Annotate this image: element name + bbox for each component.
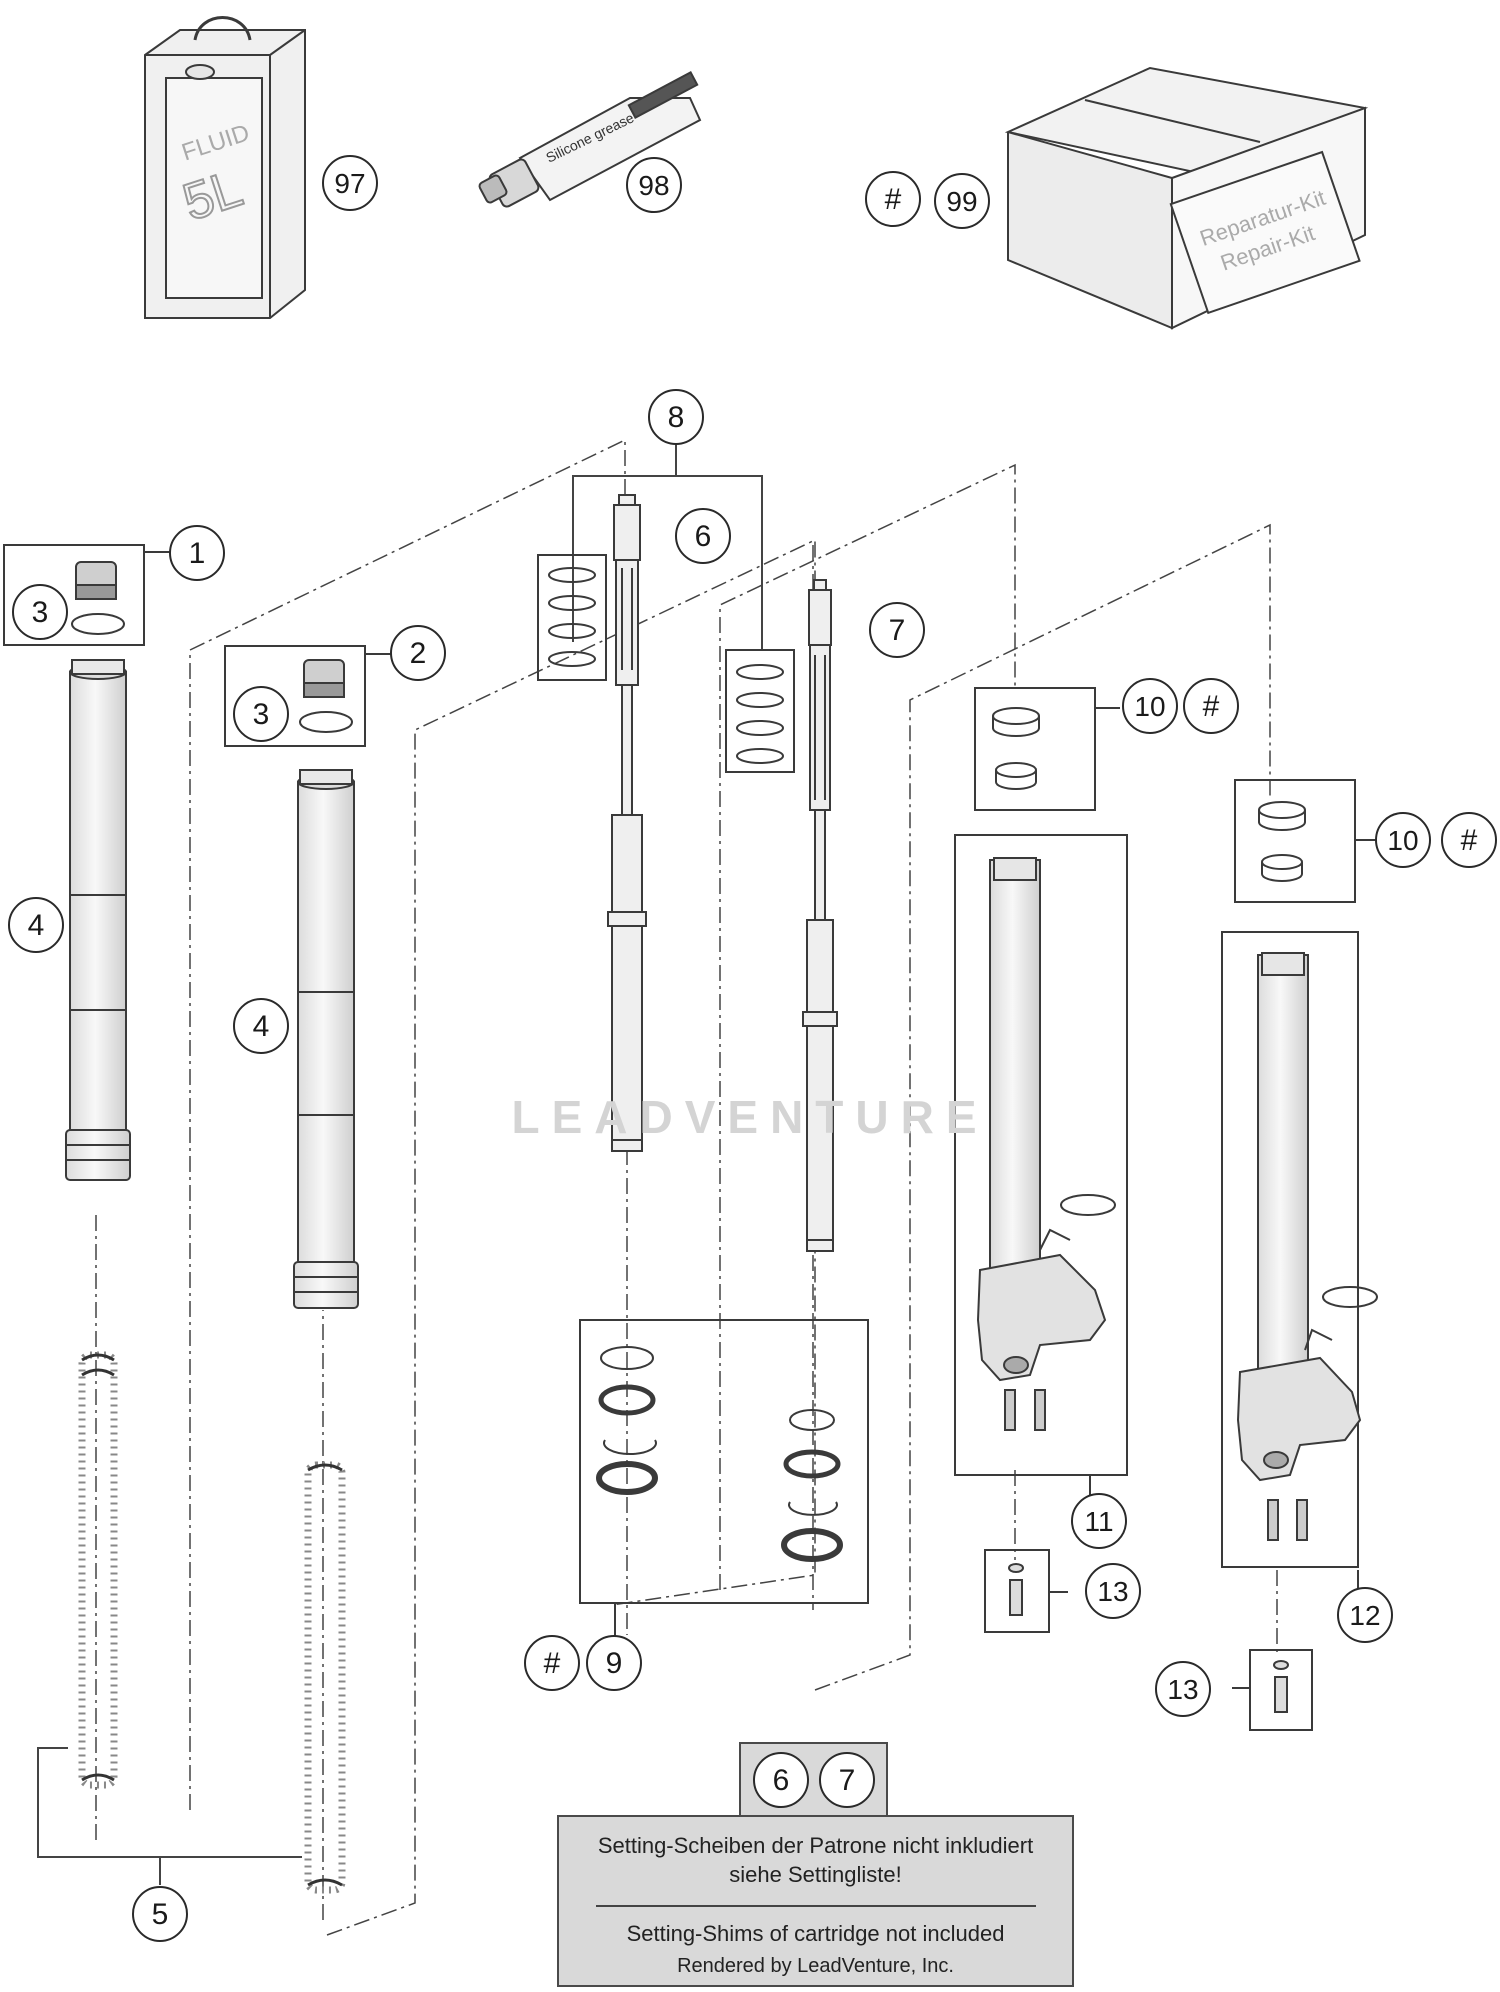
callout-label: 8 bbox=[668, 401, 685, 434]
callout-label: 10 bbox=[1134, 691, 1165, 722]
callout-label: 3 bbox=[253, 698, 270, 731]
callout-label: 3 bbox=[32, 596, 49, 629]
callout-c4b: 4 bbox=[233, 998, 289, 1054]
callout-c12: 12 bbox=[1337, 1587, 1393, 1643]
callout-label: 1 bbox=[189, 537, 206, 570]
callout-c3a: 3 bbox=[12, 584, 68, 640]
inner-tube-12 bbox=[1221, 931, 1378, 1600]
leadventure-watermark: LEADVENTURE bbox=[511, 1091, 989, 1143]
callout-label: # bbox=[544, 1647, 561, 1680]
rendered-by-footer: Rendered by LeadVenture, Inc. bbox=[677, 1955, 954, 1977]
fork-oil-can: FLUID 5L bbox=[144, 16, 306, 319]
callout-label: 11 bbox=[1084, 1506, 1113, 1537]
callout-c6: 6 bbox=[675, 508, 731, 564]
callout-c9: 9 bbox=[586, 1635, 642, 1691]
callout-label: 6 bbox=[695, 520, 712, 553]
callout-label: 7 bbox=[839, 1764, 856, 1797]
fork-cap-group-1 bbox=[3, 544, 170, 646]
bushing-group-10-left bbox=[974, 687, 1120, 811]
callout-c6n: 6 bbox=[753, 1752, 809, 1808]
fork-spring-right bbox=[304, 1461, 346, 1894]
note-de-line2: siehe Settingliste! bbox=[729, 1862, 902, 1887]
callout-label: 13 bbox=[1167, 1674, 1198, 1705]
callout-label: 13 bbox=[1097, 1576, 1128, 1607]
callout-c7: 7 bbox=[869, 602, 925, 658]
cartridge-7-shim-stack bbox=[725, 649, 795, 773]
fork-cap-group-2 bbox=[224, 645, 392, 747]
bracket-8 bbox=[572, 440, 763, 650]
outer-tube-left bbox=[65, 659, 131, 1181]
cartridge-6-shim-stack bbox=[537, 554, 607, 681]
cartridge-7 bbox=[802, 579, 838, 1252]
callout-label: # bbox=[1203, 690, 1220, 723]
callout-c11: 11 bbox=[1071, 1493, 1127, 1549]
callout-c13b: 13 bbox=[1155, 1661, 1211, 1717]
callout-c10a-hash: # bbox=[1183, 678, 1239, 734]
repair-kit-box: Reparatur-Kit Repair-Kit bbox=[1004, 66, 1369, 330]
callout-c10a: 10 bbox=[1122, 678, 1178, 734]
drain-bolt-13-left bbox=[984, 1549, 1068, 1633]
seal-kit-box-9 bbox=[579, 1319, 869, 1640]
note-en-line1: Setting-Shims of cartridge not included bbox=[626, 1921, 1005, 1946]
callout-c2: 2 bbox=[390, 625, 446, 681]
cartridge-6 bbox=[607, 494, 647, 1152]
fork-spring-left bbox=[78, 1351, 118, 1789]
callout-c13a: 13 bbox=[1085, 1563, 1141, 1619]
callout-label: 6 bbox=[773, 1764, 790, 1797]
bracket-5 bbox=[37, 1747, 302, 1885]
callout-label: 12 bbox=[1349, 1600, 1380, 1631]
callout-label: # bbox=[1461, 824, 1478, 857]
callout-label: 4 bbox=[28, 909, 45, 942]
callout-c7n: 7 bbox=[819, 1752, 875, 1808]
callout-c98: 98 bbox=[626, 157, 682, 213]
callout-label: 2 bbox=[410, 637, 427, 670]
bushing-group-10-right bbox=[1234, 779, 1378, 903]
callout-c5: 5 bbox=[132, 1886, 188, 1942]
note-de-line1: Setting-Scheiben der Patrone nicht inklu… bbox=[597, 1833, 1034, 1858]
callout-c97: 97 bbox=[322, 155, 378, 211]
outer-tube-right bbox=[293, 769, 359, 1309]
callout-c10b-hash: # bbox=[1441, 812, 1497, 868]
callout-label: 5 bbox=[152, 1898, 169, 1931]
callout-c10b: 10 bbox=[1375, 812, 1431, 868]
callout-label: # bbox=[885, 183, 902, 216]
callout-c99-hash: # bbox=[865, 171, 921, 227]
callout-label: 98 bbox=[638, 170, 669, 201]
callout-label: 10 bbox=[1387, 825, 1418, 856]
callout-c8: 8 bbox=[648, 389, 704, 445]
inner-tube-11 bbox=[954, 834, 1128, 1498]
callout-c99: 99 bbox=[934, 173, 990, 229]
callout-c9-hash: # bbox=[524, 1635, 580, 1691]
callout-c1: 1 bbox=[169, 525, 225, 581]
callout-c3b: 3 bbox=[233, 686, 289, 742]
callout-label: 97 bbox=[334, 168, 365, 199]
note-divider bbox=[595, 1905, 1036, 1907]
callout-label: 4 bbox=[253, 1010, 270, 1043]
callout-label: 99 bbox=[946, 186, 977, 217]
callout-label: 9 bbox=[606, 1647, 623, 1680]
drain-bolt-13-right bbox=[1232, 1649, 1313, 1731]
assembly-guide-lines bbox=[95, 438, 1278, 1936]
callout-label: 7 bbox=[889, 614, 906, 647]
callout-c4a: 4 bbox=[8, 897, 64, 953]
setting-shims-note: Setting-Scheiben der Patrone nicht inklu… bbox=[557, 1815, 1074, 1987]
